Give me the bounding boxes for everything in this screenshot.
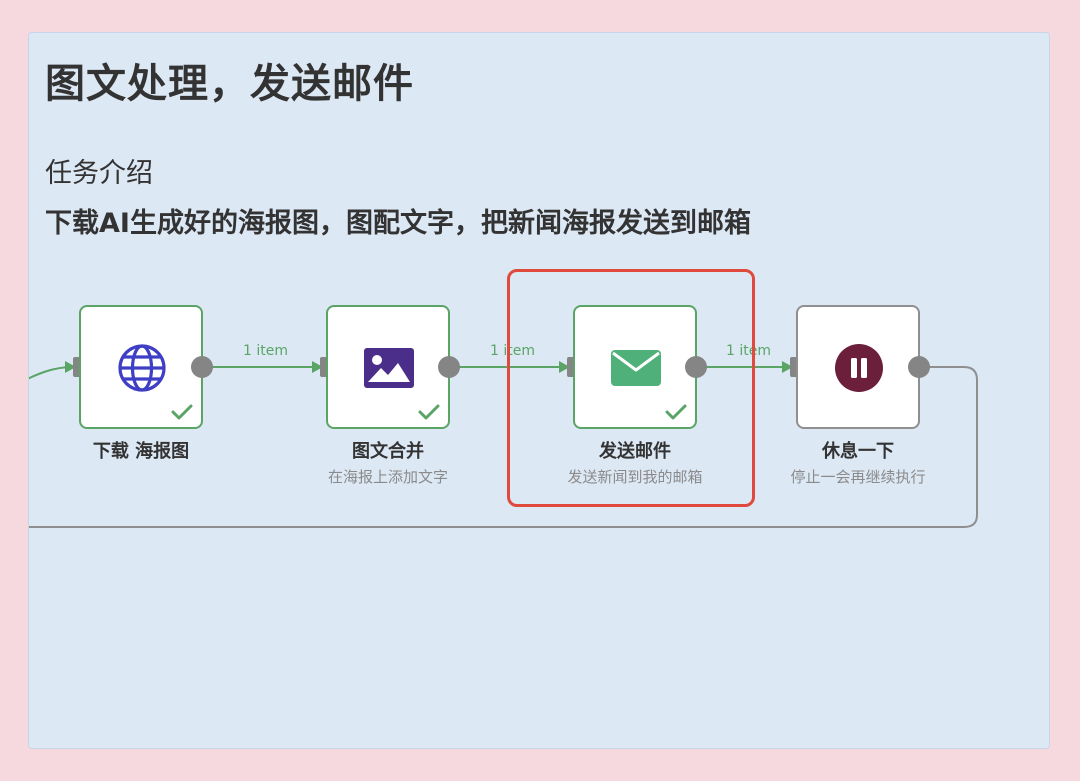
node-output-port[interactable] [438, 356, 460, 378]
mail-icon [609, 341, 663, 395]
node-label: 休息一下 [822, 441, 894, 462]
success-check-icon [171, 403, 193, 421]
success-check-icon [665, 403, 687, 421]
edge-label-3: 1 item [724, 343, 773, 359]
node-input-port[interactable] [567, 357, 577, 377]
node-label: 发送邮件 [599, 441, 671, 462]
node-subtitle: 在海报上添加文字 [327, 468, 448, 486]
image-icon [362, 341, 416, 395]
globe-icon [115, 341, 169, 395]
task-description: 下载AI生成好的海报图，图配文字，把新闻海报发送到邮箱 [45, 208, 751, 239]
workflow-panel: 图文处理，发送邮件 任务介绍 下载AI生成好的海报图，图配文字，把新闻海报发送到… [28, 32, 1050, 749]
node-merge-image-text[interactable] [326, 305, 450, 429]
node-output-port[interactable] [908, 356, 930, 378]
node-subtitle: 发送新闻到我的邮箱 [567, 468, 703, 486]
edge-label-2: 1 item [488, 343, 537, 359]
node-download-poster[interactable] [79, 305, 203, 429]
task-intro-heading: 任务介绍 [45, 158, 153, 189]
node-input-port[interactable] [73, 357, 83, 377]
highlight-frame [507, 269, 755, 507]
pause-icon [832, 341, 886, 395]
node-label: 图文合并 [352, 441, 424, 462]
success-check-icon [418, 403, 440, 421]
node-output-port[interactable] [685, 356, 707, 378]
node-rest-wait[interactable] [796, 305, 920, 429]
edge-label-1: 1 item [241, 343, 290, 359]
node-send-email[interactable] [573, 305, 697, 429]
node-subtitle: 停止一会再继续执行 [790, 468, 926, 486]
node-output-port[interactable] [191, 356, 213, 378]
page-title: 图文处理，发送邮件 [45, 61, 414, 107]
node-label: 下载 海报图 [92, 441, 190, 462]
node-input-port[interactable] [320, 357, 330, 377]
node-input-port[interactable] [790, 357, 800, 377]
